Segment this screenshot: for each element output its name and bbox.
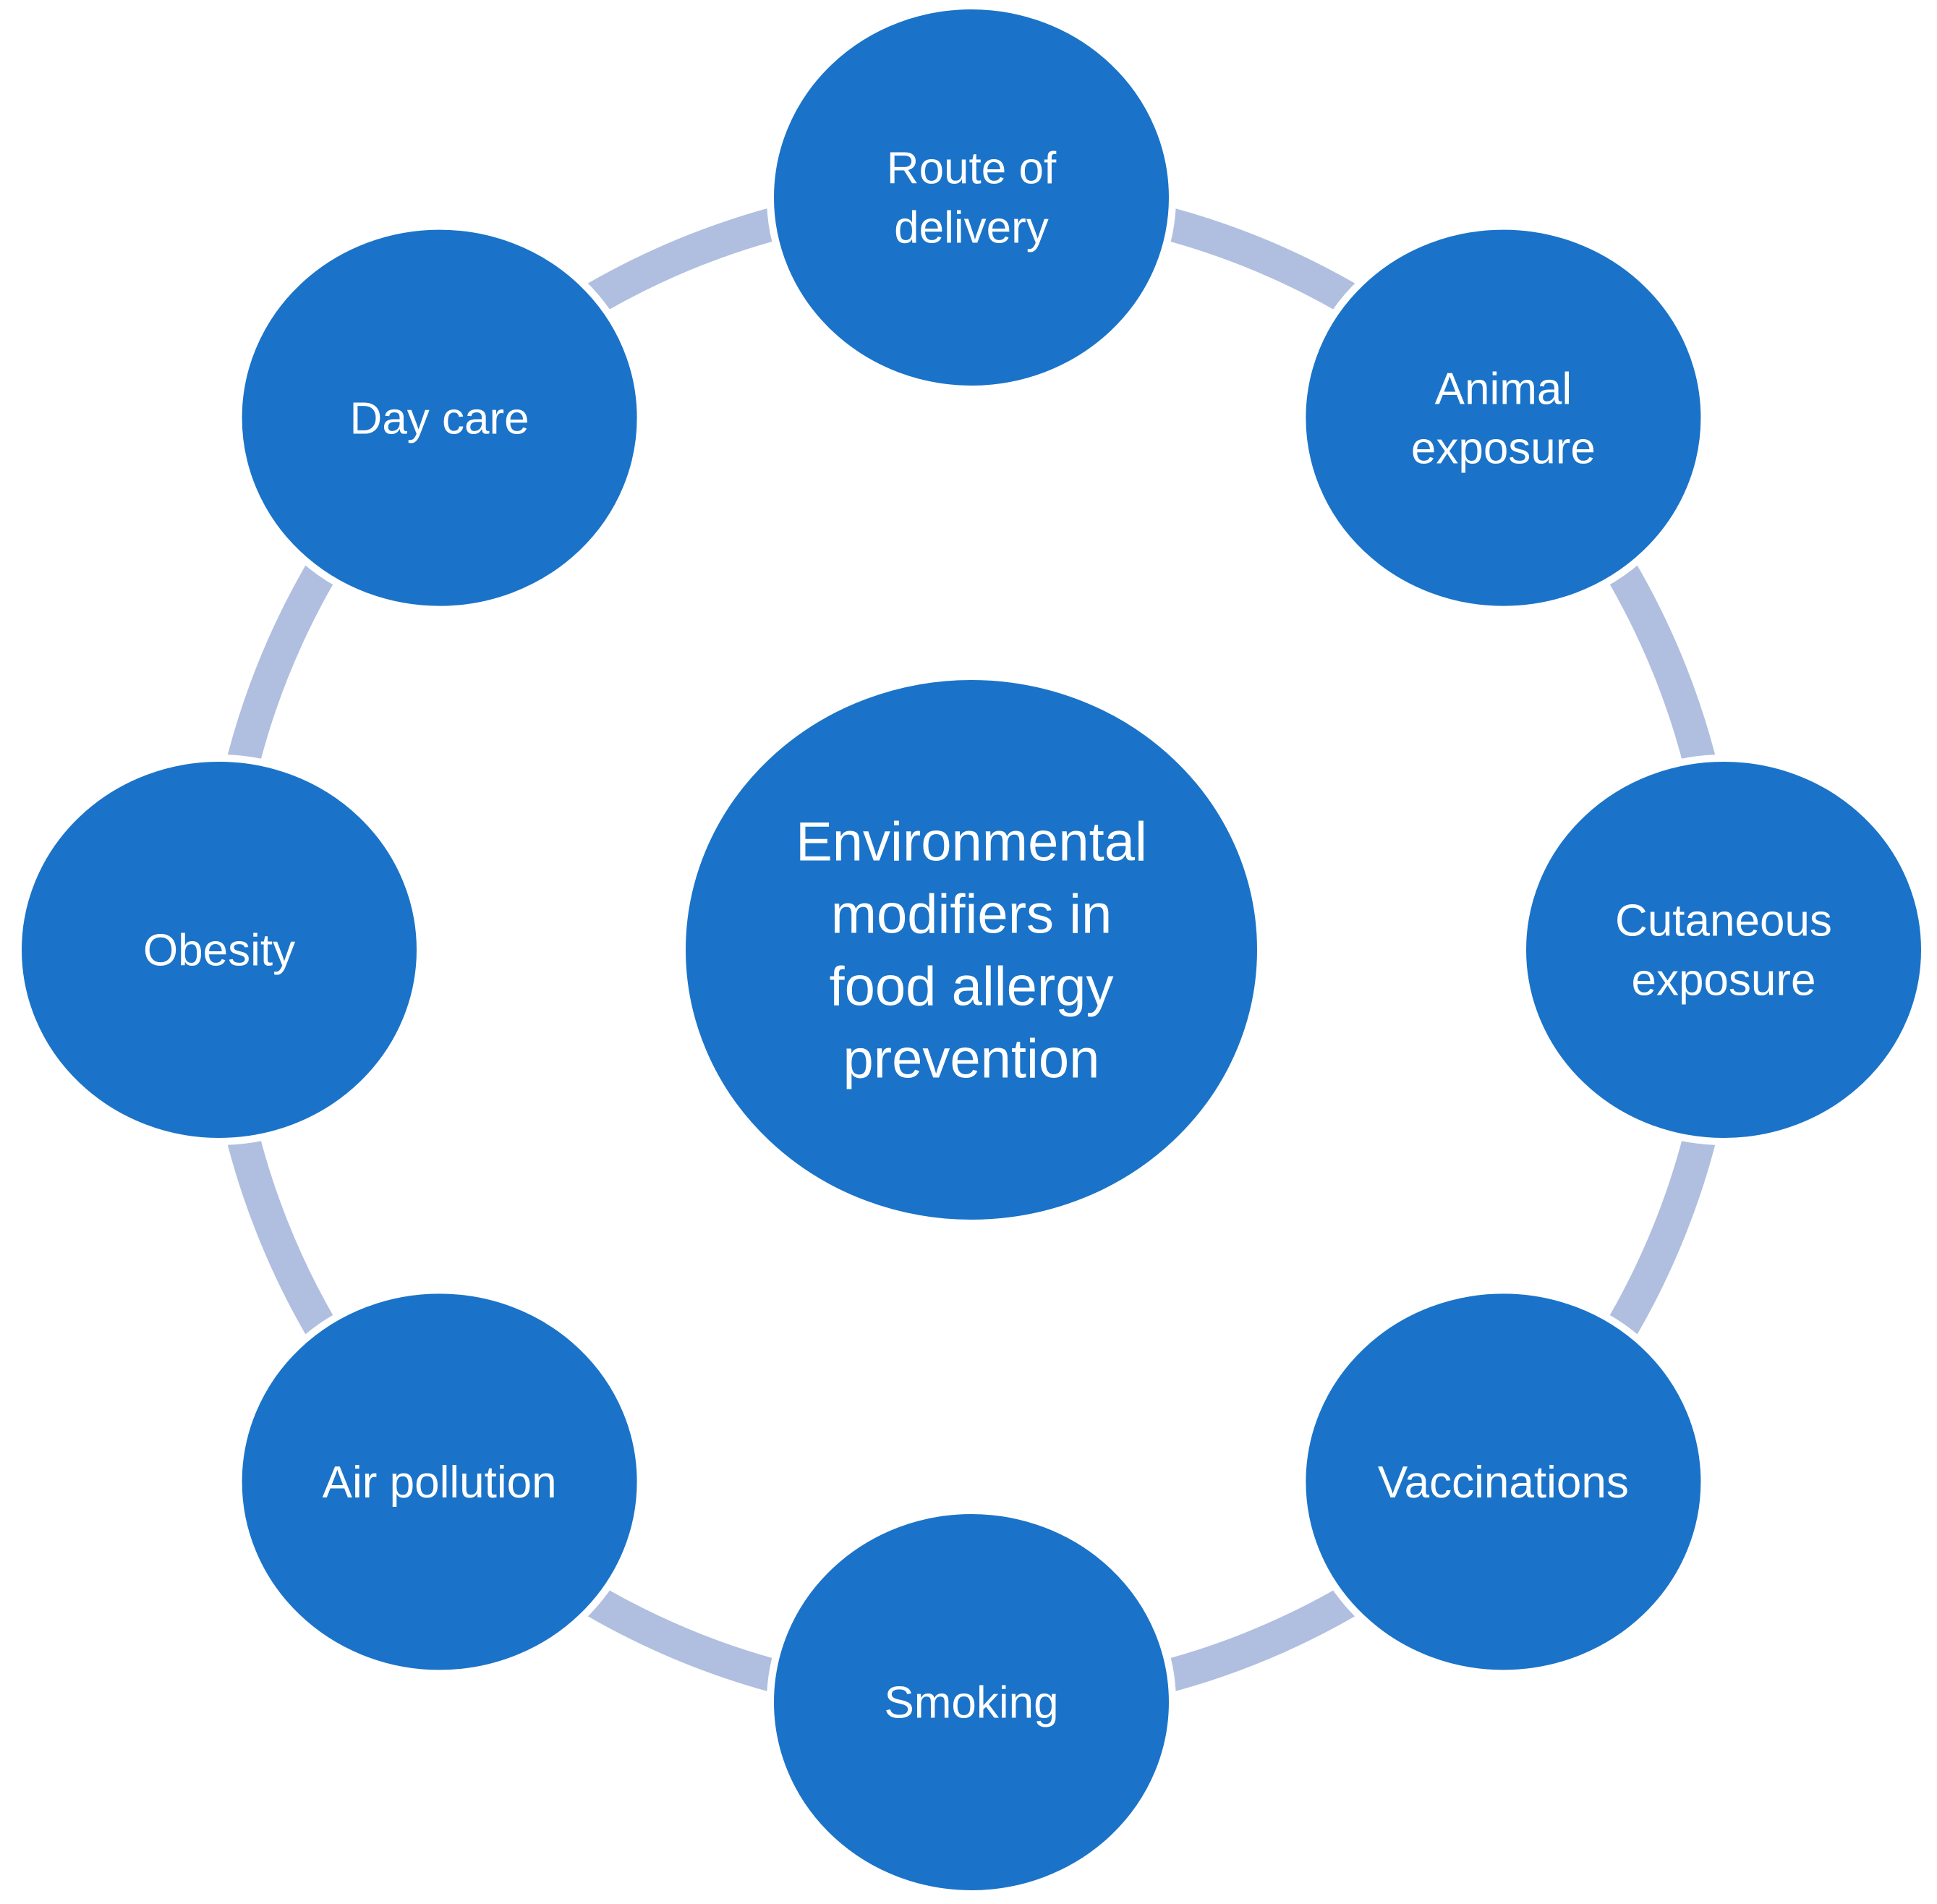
node-air-pollution: Air pollution xyxy=(234,1286,644,1678)
center-label: food allergy xyxy=(830,956,1114,1018)
node-vaccinations: Vaccinations xyxy=(1298,1286,1708,1678)
node-circle xyxy=(1298,222,1708,613)
node-animal-exposure: Animal exposure xyxy=(1298,222,1708,613)
node-label: Animal xyxy=(1435,364,1572,414)
center-node: Environmental modifiers in food allergy pre… xyxy=(678,673,1264,1227)
node-label: Day care xyxy=(350,394,529,443)
center-circle xyxy=(678,673,1264,1227)
node-smoking: Smoking xyxy=(767,1507,1176,1897)
node-circle xyxy=(234,222,644,613)
center-label: modifiers in xyxy=(831,884,1112,945)
node-label: Route of xyxy=(887,144,1057,194)
node-obesity: Obesity xyxy=(14,755,424,1145)
node-circle xyxy=(234,1286,644,1678)
node-circle xyxy=(14,755,424,1145)
node-label: exposure xyxy=(1411,423,1596,473)
node-label: Air pollution xyxy=(323,1458,557,1508)
node-circle xyxy=(1519,755,1928,1145)
node-circle xyxy=(767,1507,1176,1897)
node-label: Smoking xyxy=(884,1678,1058,1728)
node-cutaneous-exposure: Cutaneous exposure xyxy=(1519,755,1928,1145)
node-circle xyxy=(1298,1286,1708,1678)
node-label: delivery xyxy=(894,203,1049,253)
node-label: Vaccinations xyxy=(1378,1458,1629,1508)
node-day-care: Day care xyxy=(234,222,644,613)
center-label: Environmental xyxy=(796,812,1147,873)
node-route-of-delivery: Route of delivery xyxy=(767,2,1176,393)
node-label: exposure xyxy=(1631,956,1815,1006)
outer-nodes: Route ofdeliveryAnimalexposureCutaneouse… xyxy=(14,2,1928,1897)
node-label: Cutaneous xyxy=(1615,896,1832,946)
center-label: prevention xyxy=(843,1029,1100,1090)
node-circle xyxy=(767,2,1176,393)
node-label: Obesity xyxy=(143,926,295,976)
